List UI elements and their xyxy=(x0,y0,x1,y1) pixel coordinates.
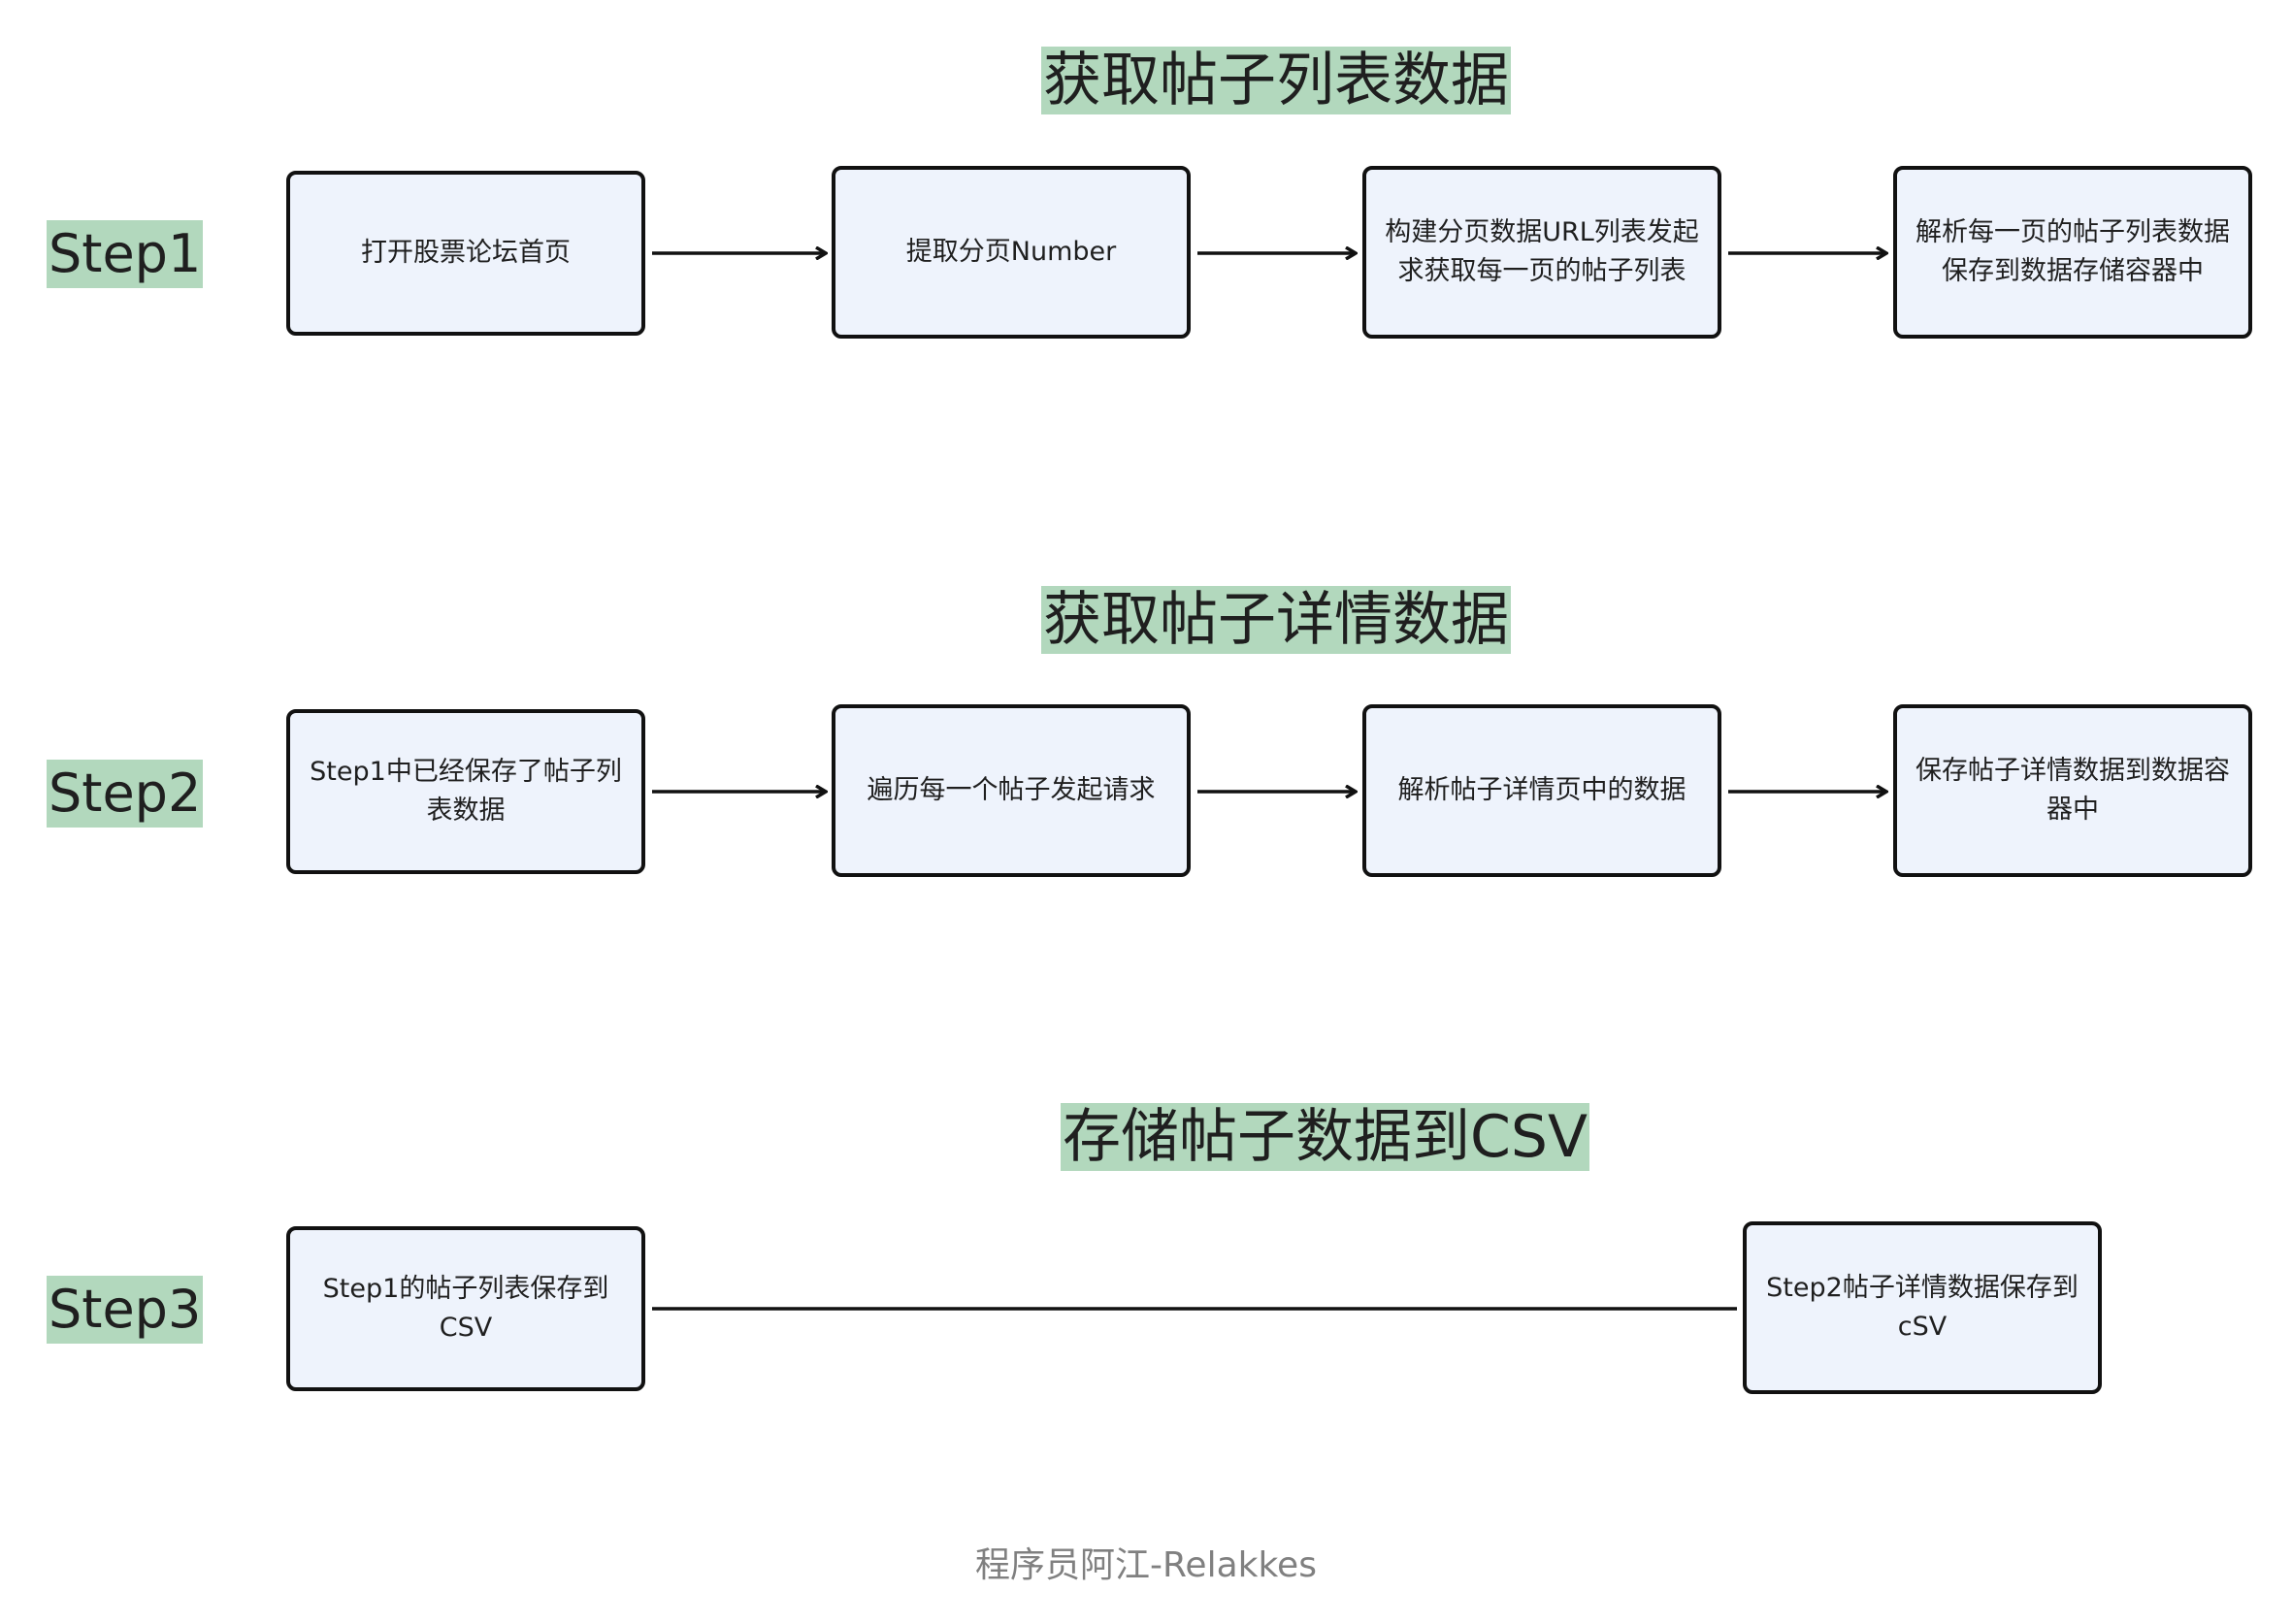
box-label: 打开股票论坛首页 xyxy=(361,238,571,268)
box-parse-list-data: 解析每一页的帖子列表数据保存到数据存储容器中 xyxy=(1893,166,2252,339)
box-save-list-csv: Step1的帖子列表保存到CSV xyxy=(286,1226,645,1391)
step-label-step1: Step1 xyxy=(47,220,204,288)
section-title-step2: 获取帖子详情数据 xyxy=(1041,586,1511,654)
box-label: Step1的帖子列表保存到CSV xyxy=(322,1274,609,1343)
box-label: 解析每一页的帖子列表数据保存到数据存储容器中 xyxy=(1915,217,2230,286)
box-label: 构建分页数据URL列表发起求获取每一页的帖子列表 xyxy=(1385,217,1699,286)
box-parse-detail-data: 解析帖子详情页中的数据 xyxy=(1362,704,1721,877)
box-label: 保存帖子详情数据到数据容器中 xyxy=(1915,756,2230,825)
section-title-step3: 存储帖子数据到CSV xyxy=(1061,1103,1590,1171)
box-label: 解析帖子详情页中的数据 xyxy=(1397,775,1686,805)
step-label-step3: Step3 xyxy=(47,1276,204,1344)
box-label: Step2帖子详情数据保存到cSV xyxy=(1766,1273,2079,1342)
box-save-detail-data: 保存帖子详情数据到数据容器中 xyxy=(1893,704,2252,877)
author-watermark: 程序员阿江-Relakkes xyxy=(975,1545,1317,1585)
box-build-page-urls: 构建分页数据URL列表发起求获取每一页的帖子列表 xyxy=(1362,166,1721,339)
box-open-forum-home: 打开股票论坛首页 xyxy=(286,171,645,336)
box-list-data-saved: Step1中已经保存了帖子列表数据 xyxy=(286,709,645,874)
step-label-step2: Step2 xyxy=(47,760,204,828)
box-extract-page-number: 提取分页Number xyxy=(832,166,1191,339)
box-iterate-posts: 遍历每一个帖子发起请求 xyxy=(832,704,1191,877)
box-label: 遍历每一个帖子发起请求 xyxy=(867,775,1156,805)
box-label: 提取分页Number xyxy=(905,237,1117,267)
box-save-detail-csv: Step2帖子详情数据保存到cSV xyxy=(1743,1221,2102,1394)
section-title-step1: 获取帖子列表数据 xyxy=(1041,47,1511,114)
box-label: Step1中已经保存了帖子列表数据 xyxy=(310,757,622,826)
